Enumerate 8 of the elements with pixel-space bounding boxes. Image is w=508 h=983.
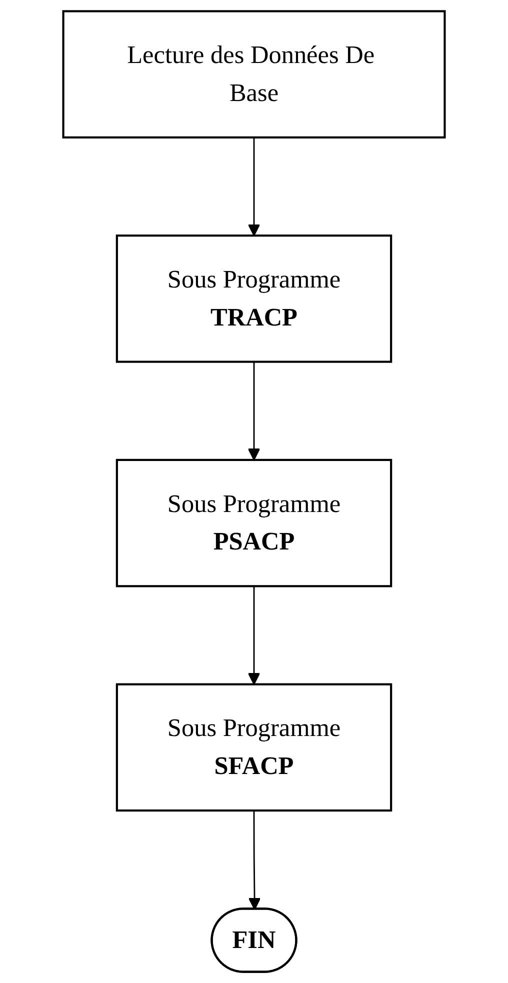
arrow [248, 362, 260, 460]
node-box [62, 10, 446, 138]
node-box [116, 683, 392, 812]
arrow [248, 810, 261, 910]
node-box [116, 234, 392, 363]
arrow [248, 586, 260, 685]
node-box [116, 458, 392, 588]
arrow [248, 137, 260, 236]
